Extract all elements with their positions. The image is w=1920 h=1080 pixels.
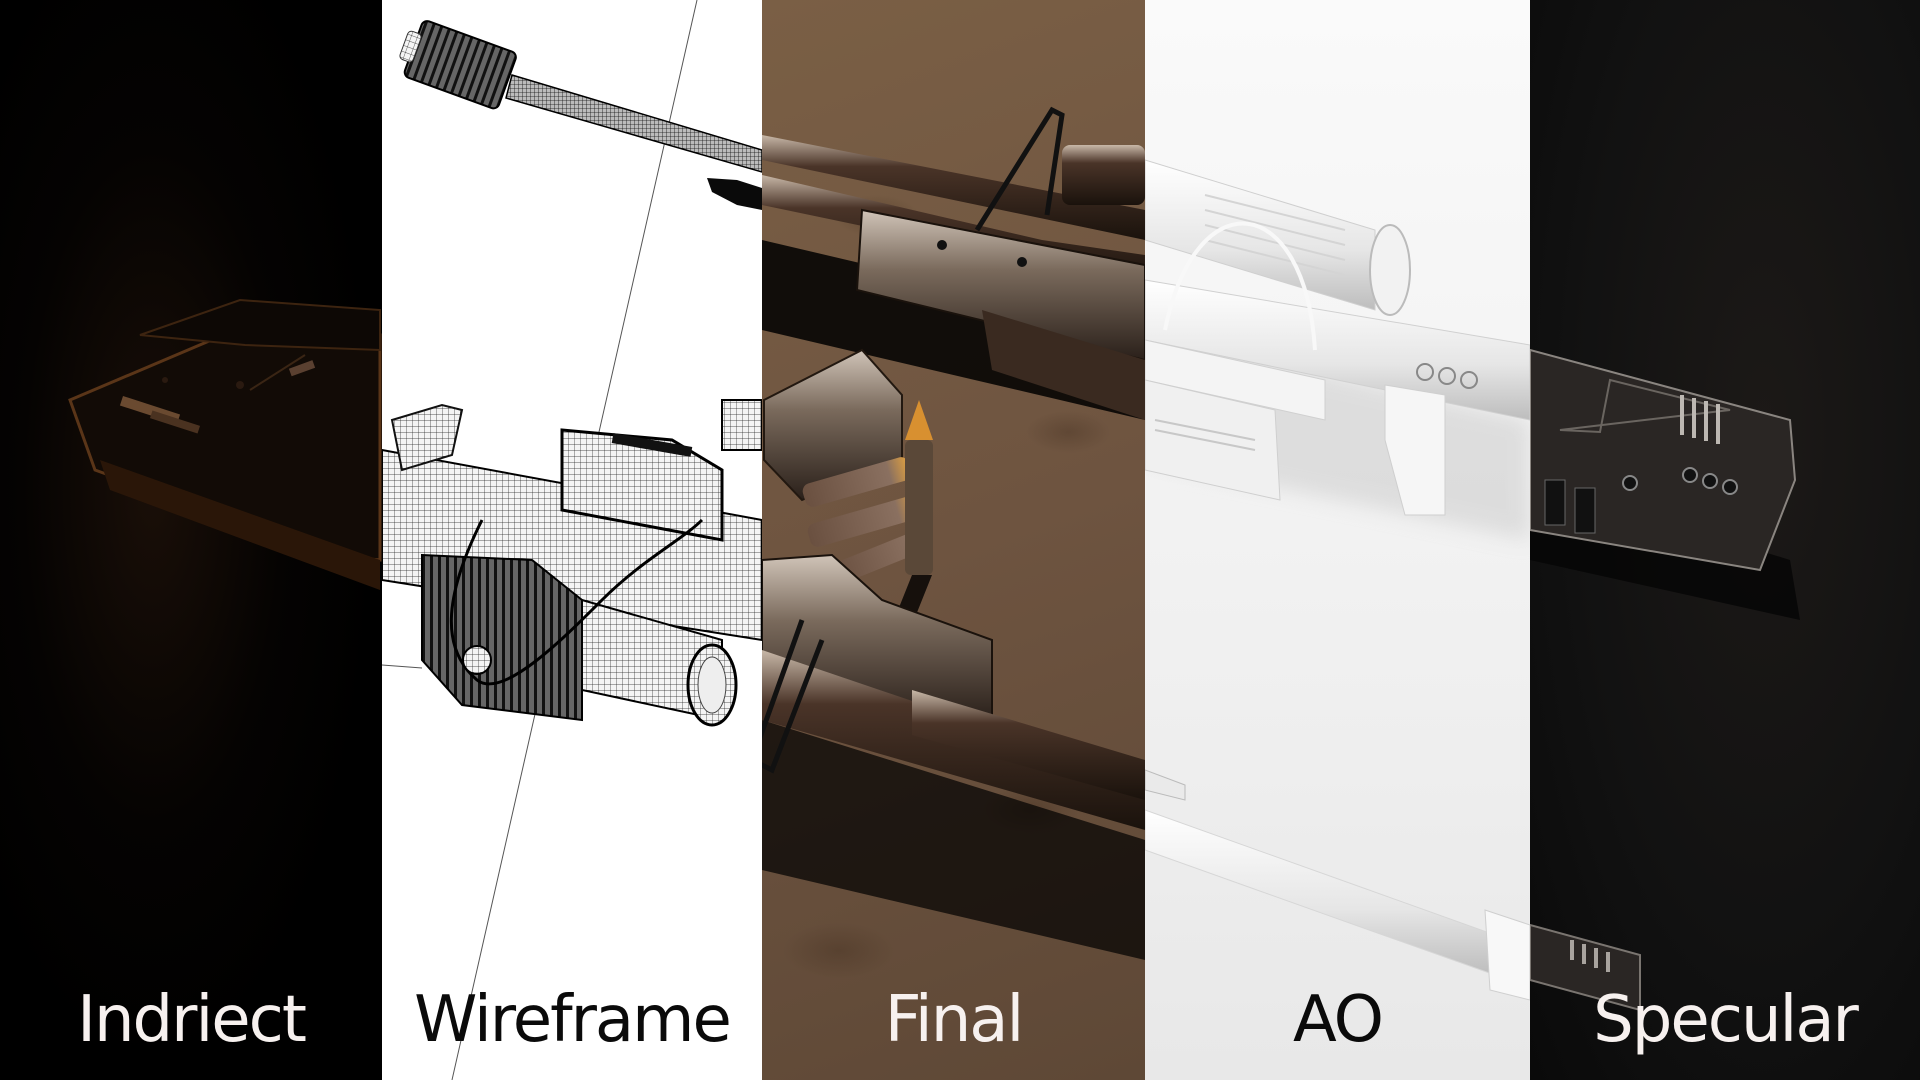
rifle-ambient-occlusion-render (1145, 159, 1530, 1001)
pass-label-indirect: Indriect (77, 983, 307, 1057)
rifle-specular-render (1530, 348, 1800, 1012)
pass-label-specular: Specular (1593, 983, 1859, 1057)
rifle-final-render (762, 106, 1145, 960)
pass-label-ao: AO (1292, 983, 1384, 1057)
panel-ao: AO (1145, 0, 1530, 1080)
rifle-wireframe-render (382, 0, 762, 1080)
panel-indirect: Indriect (0, 0, 382, 1080)
pass-label-final: Final (884, 983, 1025, 1057)
panel-wireframe: Wireframe (382, 0, 762, 1080)
rifle-stock-indirect-render (68, 298, 382, 590)
pass-label-wireframe: Wireframe (414, 983, 732, 1057)
panel-final: Final (762, 0, 1145, 1080)
panel-specular: Specular (1530, 0, 1920, 1080)
